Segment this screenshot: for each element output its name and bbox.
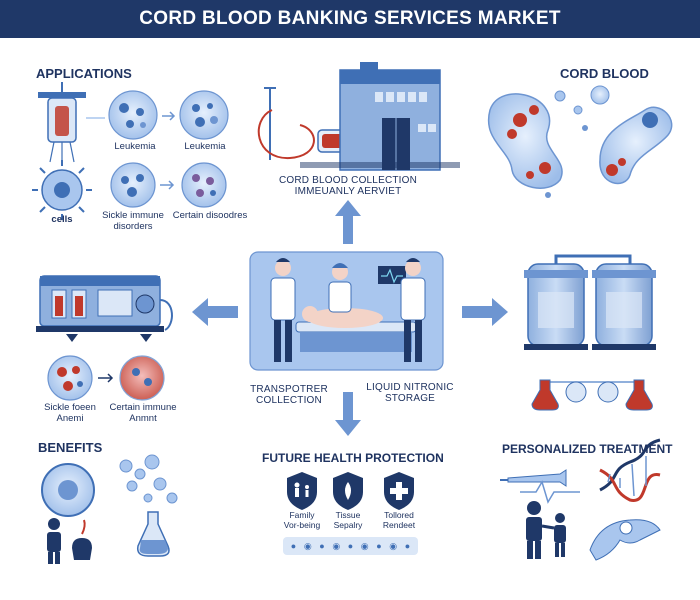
- cell-dot-icon: ●: [290, 541, 297, 551]
- cell-dot-icon: ●: [347, 541, 354, 551]
- processing-lab-illustration: [36, 275, 173, 401]
- family-shield-icon: [287, 472, 317, 510]
- sample-flask-icon: [531, 379, 559, 411]
- caption-sickle-immune: Sickle immune disorders: [102, 210, 164, 232]
- caption-family-wellbeing: Family Vor-being: [283, 510, 321, 530]
- arrow-left-icon: [192, 298, 238, 326]
- doctor-figure: [270, 258, 296, 362]
- cell-dot-icon: ●: [404, 541, 411, 551]
- adult-figure-icon: [526, 501, 542, 559]
- collection-facility-illustration: [257, 62, 460, 171]
- cell-dot-icon: ◉: [332, 540, 341, 551]
- storage-tanks-illustration: [524, 254, 656, 411]
- cryo-tank-icon: [592, 263, 656, 350]
- caption-leukemia: Leukemia: [184, 141, 226, 152]
- caption-leukemia: Leukemia: [114, 141, 156, 152]
- caption-transport: TRANSPOTRER COLLECTION: [250, 384, 328, 406]
- cell-dot-icon: ●: [376, 541, 382, 551]
- leukemia-cell-icon: [108, 90, 158, 140]
- dna-icon: [599, 438, 661, 502]
- cell-dot-icon: ◉: [389, 540, 398, 551]
- arrow-down-icon: [335, 392, 361, 436]
- leukemia-cell-icon: [179, 90, 229, 140]
- immune-cell-icon: [181, 162, 227, 208]
- section-title-cord-blood: CORD BLOOD: [560, 66, 649, 81]
- caption-certain-immune: Certain immune Anmnt: [109, 402, 177, 424]
- sample-flask-icon: [625, 379, 653, 411]
- section-title-benefits: BENEFITS: [38, 440, 103, 455]
- section-title-personalized: PERSONALIZED TREATMENT: [502, 442, 673, 456]
- arrow-right-icon: [462, 298, 508, 326]
- header-bar: CORD BLOOD BANKING SERVICES MARKET: [0, 0, 700, 38]
- cell-symbol-strip: ● ◉ ● ◉ ● ◉ ● ◉ ●: [283, 537, 418, 555]
- section-title-applications: APPLICATIONS: [36, 66, 132, 81]
- caption-tissue: Tissue Sepalry: [333, 510, 363, 530]
- caption-cells: cells: [51, 214, 73, 225]
- doctor-figure: [400, 258, 426, 362]
- cryo-tank-icon: [524, 263, 588, 350]
- applications-illustration: [32, 82, 229, 220]
- caption-tailored: Tollored Rendeet: [382, 510, 416, 530]
- benefits-illustration: [41, 454, 178, 564]
- personalized-treatment-illustration: [500, 438, 661, 561]
- flow-arrows: [192, 200, 508, 436]
- caption-storage: LIQUID NITRONIC STORAGE: [366, 382, 454, 404]
- sample-tube-icon: [38, 82, 86, 163]
- cell-dot-icon: ◉: [303, 540, 312, 551]
- child-figure-icon: [541, 513, 566, 557]
- tissue-shield-icon: [333, 472, 363, 510]
- immune-cell-icon: [119, 355, 165, 401]
- sickle-cell-icon: [110, 162, 156, 208]
- caption-sickle-anemia: Sickle foeen Anemi: [44, 402, 96, 424]
- sickle-cell-icon: [47, 355, 93, 401]
- flask-icon: [136, 511, 170, 557]
- page-title: CORD BLOOD BANKING SERVICES MARKET: [139, 8, 561, 29]
- caption-collection: CORD BLOOD COLLECTION IMMEUANLY AERVIET: [278, 175, 418, 197]
- cell-dot-icon: ◉: [360, 540, 369, 551]
- arrow-up-icon: [335, 200, 361, 244]
- medical-shield-icon: [384, 472, 414, 510]
- syringe-icon: [500, 469, 567, 487]
- cord-blood-cells-illustration: [487, 85, 673, 198]
- nurse-figure: [328, 263, 352, 313]
- section-title-future-health: FUTURE HEALTH PROTECTION: [262, 451, 444, 465]
- caption-certain-disorders: Certain disoodres: [172, 210, 248, 221]
- cell-dot-icon: ●: [319, 541, 325, 551]
- hand-icon: [589, 519, 661, 561]
- delivery-room-illustration: [249, 251, 444, 371]
- person-icon: [47, 518, 61, 564]
- stem-cell-icon: [32, 160, 92, 220]
- future-health-icons: [287, 472, 414, 510]
